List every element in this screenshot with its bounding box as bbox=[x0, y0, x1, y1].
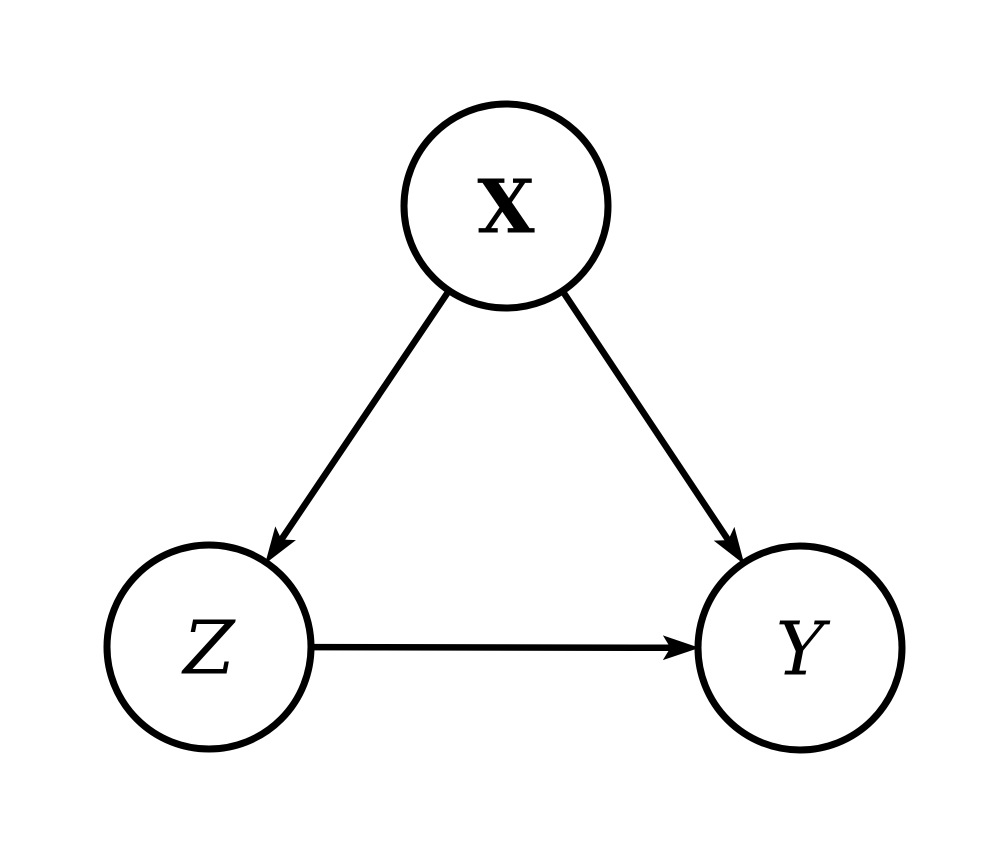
edge-z-y bbox=[310, 635, 700, 661]
node-x-circle bbox=[400, 100, 612, 312]
edge-x-z bbox=[265, 288, 452, 564]
edge-x-y bbox=[559, 289, 745, 565]
node-x: X bbox=[400, 100, 612, 312]
node-z-label: Z bbox=[181, 606, 236, 692]
node-x-label: X bbox=[477, 165, 535, 251]
nodes-layer: X Z Y bbox=[103, 100, 906, 754]
node-y-label: Y bbox=[776, 607, 831, 693]
node-y-circle bbox=[694, 542, 906, 754]
edge-line bbox=[559, 289, 732, 543]
arrowhead-icon bbox=[713, 526, 745, 565]
arrowhead-icon bbox=[662, 635, 700, 661]
arrowhead-icon bbox=[265, 526, 296, 564]
edge-line bbox=[310, 643, 672, 652]
node-y: Y bbox=[694, 542, 906, 754]
edges-layer bbox=[265, 288, 745, 661]
node-z: Z bbox=[103, 541, 315, 753]
edge-line bbox=[278, 288, 452, 542]
node-z-circle bbox=[103, 541, 315, 753]
